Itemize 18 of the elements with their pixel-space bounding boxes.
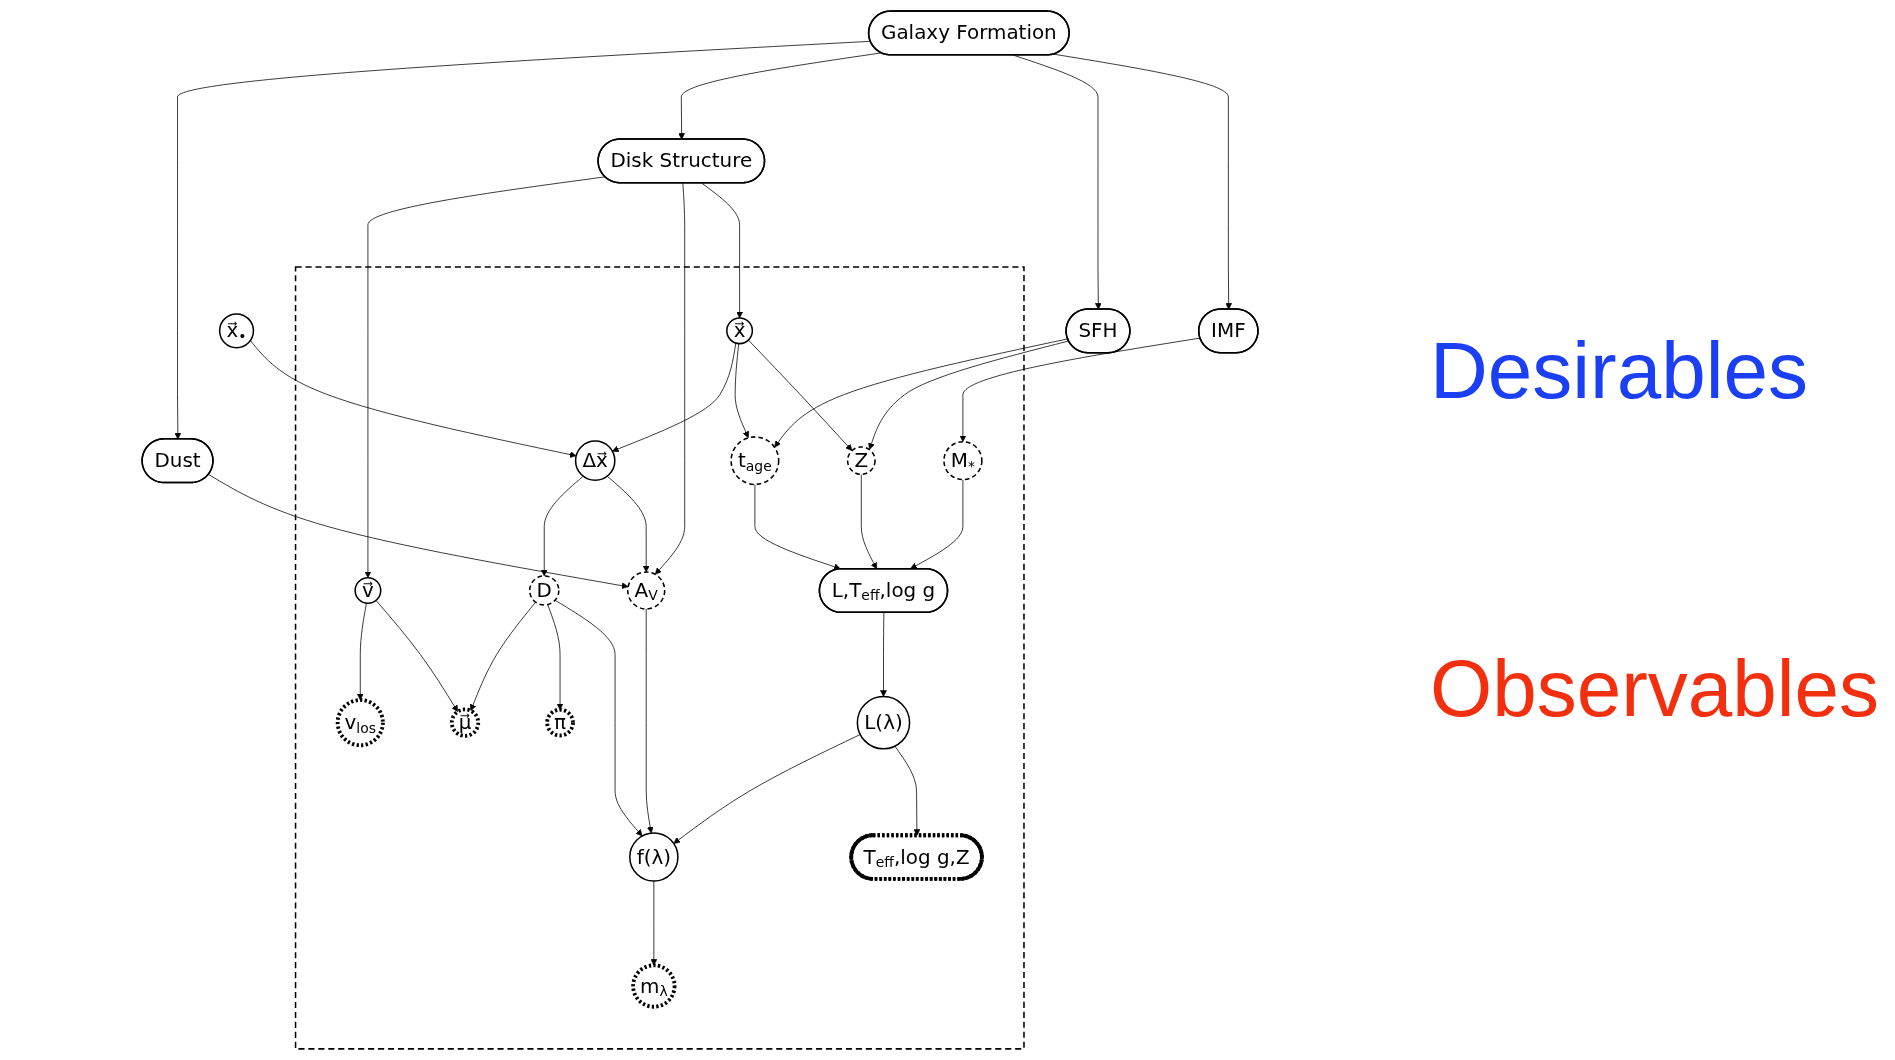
node-circle: f(λ)	[629, 832, 679, 882]
section-label: Observables	[1430, 643, 1880, 735]
cluster	[294, 266, 1025, 1050]
node-circle: Z	[846, 446, 876, 476]
node-circle: t$_{age}$	[730, 436, 780, 486]
node-circle: A$_{V}$	[626, 571, 666, 610]
node-circle: M$_{*}$	[943, 440, 983, 481]
node-circle: m$_{λ}$	[631, 963, 677, 1009]
node-circle: x⃗	[726, 317, 754, 345]
section-label: Desirables	[1430, 325, 1809, 417]
node-circle: Δx⃗	[574, 440, 616, 482]
node-circle: L(λ)	[856, 695, 911, 750]
node-circle: v⃗	[354, 576, 382, 605]
node-circle: x⃗$_{•}$	[218, 313, 255, 349]
node-circle: π	[545, 707, 575, 738]
node-circle: v$_{los}$	[335, 698, 385, 748]
node-circle: μ⃗	[449, 707, 481, 738]
node-circle: D	[528, 575, 560, 606]
